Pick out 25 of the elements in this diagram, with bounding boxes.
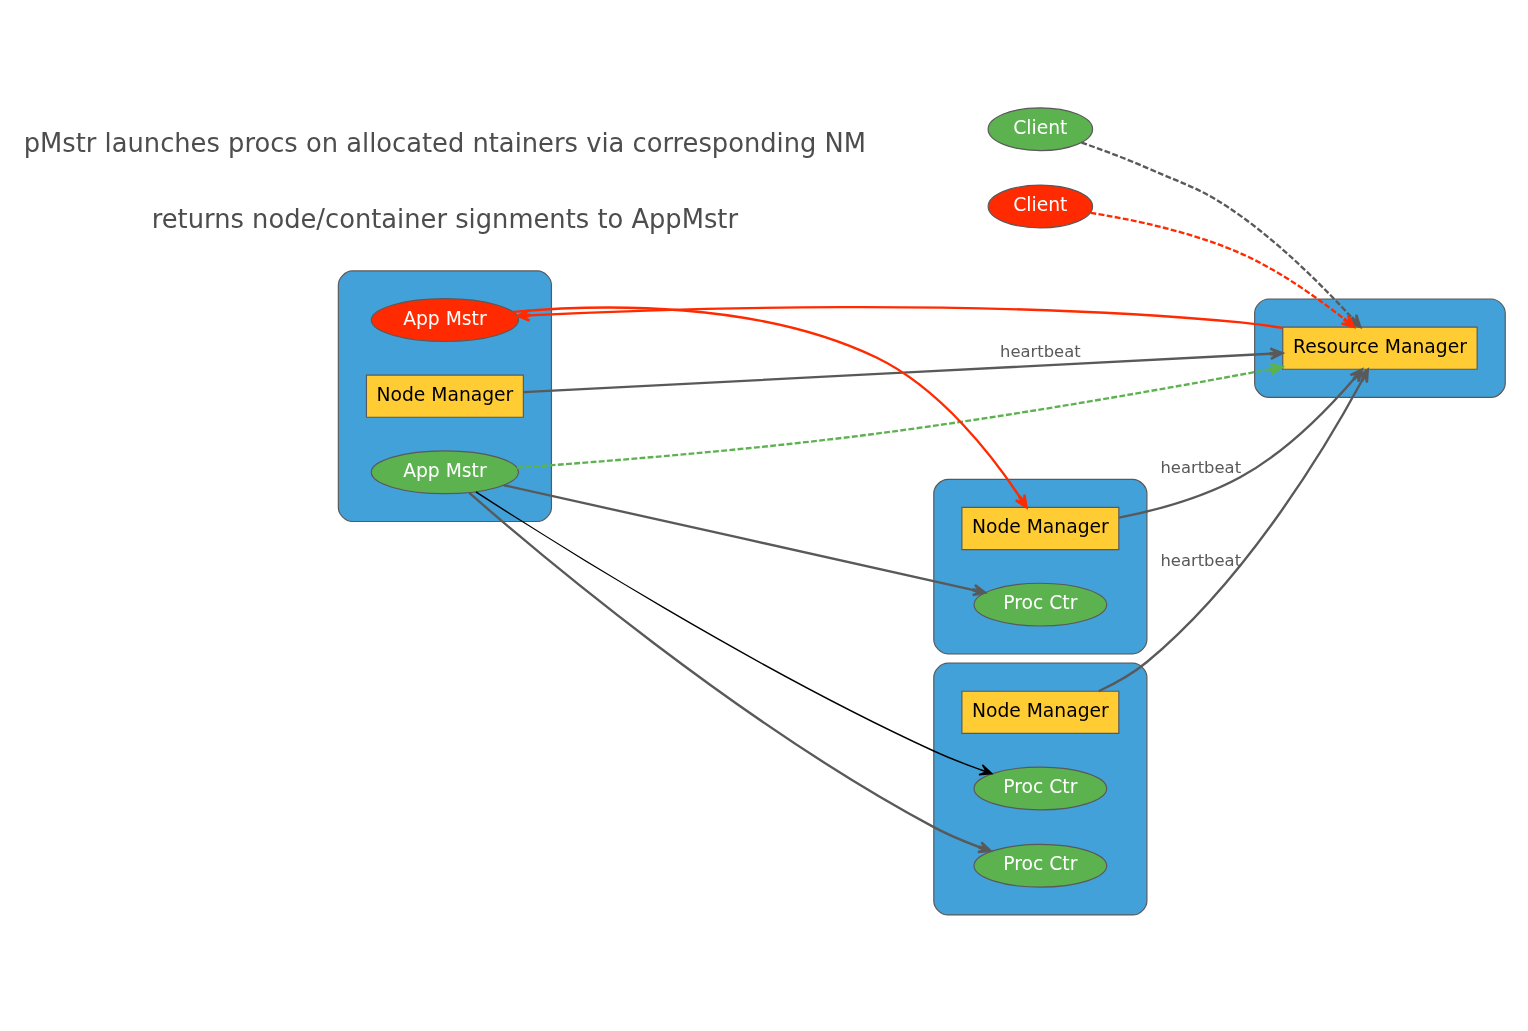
node-box: Node Manager	[961, 506, 1120, 550]
node-ellipse: Proc Ctr	[973, 843, 1108, 888]
node-box: Node Manager	[365, 374, 524, 418]
cluster	[933, 478, 1148, 654]
node-box: Node Manager	[961, 690, 1120, 734]
node-ellipse: Client	[987, 184, 1094, 228]
edge-label: heartbeat	[1000, 341, 1081, 361]
cluster	[933, 662, 1148, 916]
node-ellipse: Client	[987, 106, 1094, 151]
arrow	[475, 490, 993, 775]
arrow	[503, 483, 987, 596]
cluster	[1254, 297, 1506, 398]
label: returns node/container signments to AppMstr	[151, 203, 739, 234]
arrow	[517, 362, 1284, 469]
node-box: Resource Manager	[1282, 326, 1478, 370]
edge-label: heartbeat	[1160, 457, 1242, 477]
label: pMstr launches procs on allocated ntainers via corresponding NM	[23, 127, 867, 158]
edge-label: heartbeat	[1160, 550, 1242, 570]
node-ellipse: App Mstr	[370, 449, 520, 494]
arrow	[1090, 211, 1356, 328]
node-ellipse: App Mstr	[370, 297, 520, 342]
node-ellipse: Proc Ctr	[973, 766, 1108, 810]
arrow	[468, 491, 992, 853]
cluster	[337, 269, 553, 522]
arrow	[523, 346, 1284, 393]
